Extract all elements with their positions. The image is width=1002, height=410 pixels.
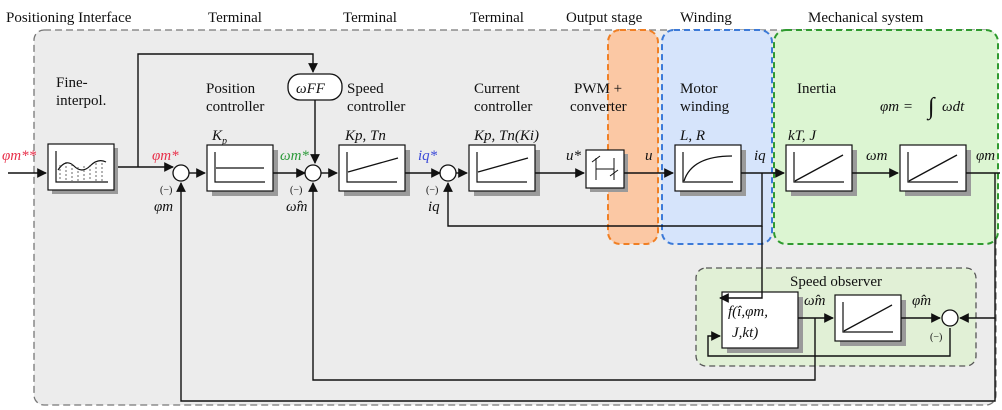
signal-phi-setpoint-2: φm** (2, 148, 37, 164)
pwm-label-2: converter (570, 99, 627, 115)
observer-func-line1: f(î,φm, (728, 304, 768, 320)
position-controller-label-2: controller (206, 99, 264, 115)
sum-observer (941, 309, 959, 327)
signal-phi-out: φm (976, 148, 995, 164)
current-controller-block (468, 144, 540, 196)
signal-omega-setpoint: ωm* (280, 148, 309, 164)
position-controller-param: Kp (211, 128, 227, 147)
observer-func-line2: J,kt) (732, 325, 758, 341)
motor-winding-block (674, 144, 746, 196)
header-terminal-1: Terminal (208, 10, 262, 26)
winding-region (661, 29, 773, 245)
inertia-label: Inertia (797, 81, 836, 97)
minus-position: (−) (160, 185, 172, 196)
pwm-label-1: PWM + (574, 81, 622, 97)
current-controller-label-2: controller (474, 99, 532, 115)
motor-winding-param: L, R (679, 128, 705, 144)
output-stage-region (607, 29, 659, 245)
motor-winding-label-2: winding (680, 99, 730, 115)
speed-controller-label-1: Speed (347, 81, 384, 97)
inertia-param: kT, J (788, 128, 817, 144)
observer-function-block: f(î,φm, J,kt) (721, 291, 803, 353)
speed-controller-label-2: controller (347, 99, 405, 115)
position-controller-label-1: Position (206, 81, 256, 97)
speed-controller-block (338, 144, 410, 196)
speed-observer-title: Speed observer (790, 274, 882, 290)
header-terminal-2: Terminal (343, 10, 397, 26)
signal-phi-feedback: φm (154, 199, 173, 215)
header-positioning-interface: Positioning Interface (6, 10, 132, 26)
feedforward-label: ωFF (296, 81, 326, 97)
header-terminal-3: Terminal (470, 10, 524, 26)
integrator-formula-lhs: φm = (880, 99, 913, 115)
signal-omega-m: ωm (866, 148, 888, 164)
signal-lines (8, 53, 1000, 402)
fine-interpol-label-2: interpol. (56, 93, 106, 109)
feedforward-block: ωFF (287, 73, 343, 101)
sum-current (439, 164, 457, 182)
header-output-stage: Output stage (566, 10, 643, 26)
signal-omega-hat: ω̂m (286, 199, 308, 215)
minus-speed: (−) (290, 185, 302, 196)
signal-phi-setpoint: φm* (152, 148, 179, 164)
sum-speed (304, 164, 322, 182)
inertia-block (785, 144, 857, 196)
integrator-formula-rhs: ωdt (942, 99, 965, 115)
integrator-formula-int: ∫ (926, 94, 936, 121)
speed-controller-param: Kp, Tn (344, 128, 386, 144)
signal-u: u (645, 148, 653, 164)
fine-interpol-label-1: Fine- (56, 75, 88, 91)
header-mechanical-system: Mechanical system (808, 10, 924, 26)
position-controller-block (206, 144, 278, 196)
header-winding: Winding (680, 10, 732, 26)
current-controller-label-1: Current (474, 81, 521, 97)
observer-integrator-block (834, 294, 906, 346)
signal-iq-feedback: iq (428, 199, 440, 215)
minus-observer: (−) (930, 332, 942, 343)
signal-iq-setpoint: iq* (418, 148, 438, 164)
signal-iq: iq (754, 148, 766, 164)
pwm-converter-block (585, 149, 628, 192)
current-controller-param: Kp, Tn(Ki) (473, 128, 539, 144)
sum-position (172, 164, 190, 182)
integrator-block (899, 144, 971, 196)
motor-winding-label-1: Motor (680, 81, 718, 97)
signal-omega-hat-observer: ω̂m (804, 293, 826, 309)
fine-interpol-block (47, 143, 118, 194)
minus-current: (−) (426, 185, 438, 196)
signal-u-setpoint: u* (566, 148, 582, 164)
signal-phi-hat-observer: φ̂m (912, 293, 931, 309)
